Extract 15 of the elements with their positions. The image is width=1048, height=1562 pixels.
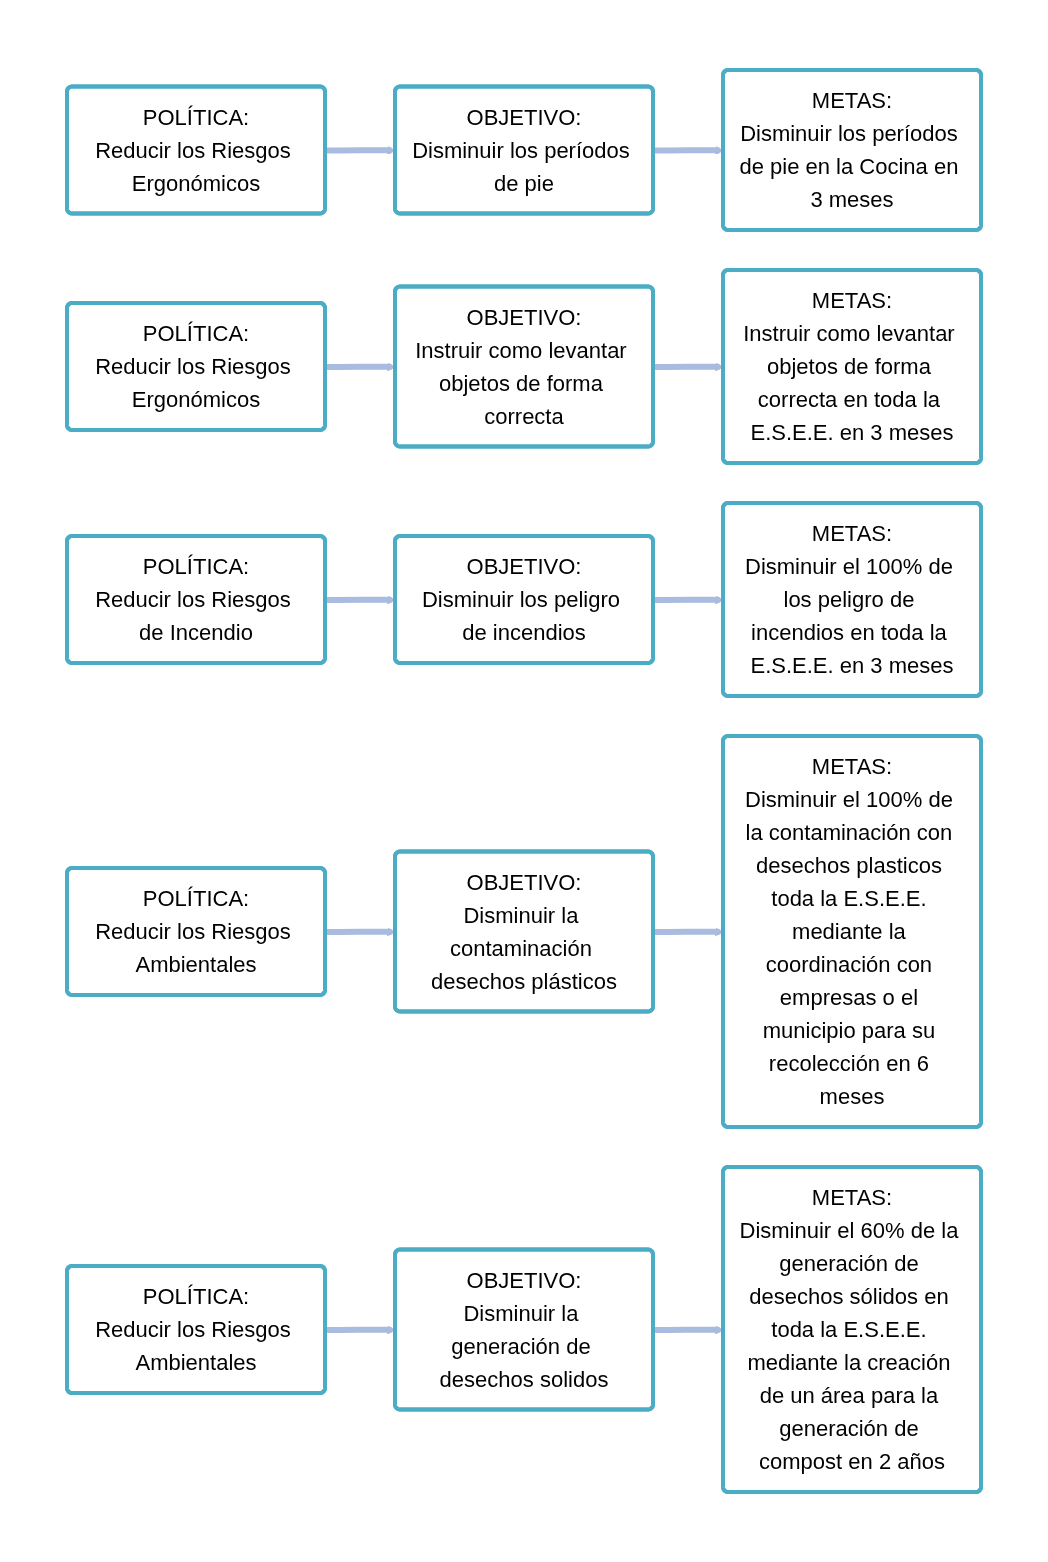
arrow — [325, 362, 396, 372]
arrow — [325, 1325, 396, 1335]
node-text: METAS: Disminuir el 60% de la generación de desechos sólidos en toda la E.S.E.E. mediante la creación de un área para la generación de compost en 2 años — [739, 1185, 959, 1474]
arrow — [653, 595, 724, 605]
arrow — [325, 146, 396, 155]
arrow — [653, 362, 724, 372]
arrow — [653, 1325, 724, 1335]
node-text: METAS: Instruir como levantar objetos de forma correcta en toda la E.S.E.E. en 3 meses — [743, 288, 955, 445]
node-text: METAS: Disminuir los períodos de pie en la Cocina en 3 meses — [739, 88, 959, 212]
arrow — [325, 927, 396, 937]
node-text: METAS: Disminuir el 100% de los peligro de incendios en toda la E.S.E.E. en 3 meses — [745, 521, 954, 678]
arrow — [653, 927, 724, 937]
node-text: METAS: Disminuir el 100% de la contaminación con desechos plasticos toda la E.S.E.E. mediante la coordinación con empresas o el municipio para su recolección en 6 meses — [745, 754, 953, 1109]
arrow — [325, 595, 396, 605]
arrow — [653, 146, 724, 155]
